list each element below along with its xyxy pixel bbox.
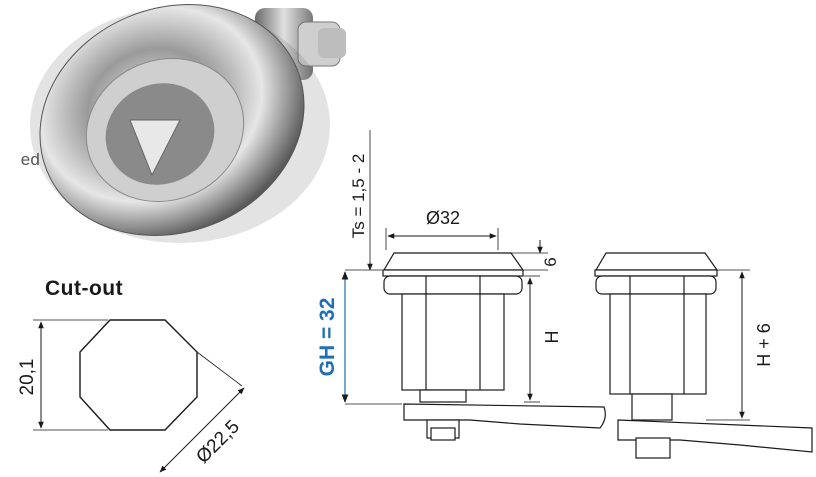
head-height-label: 6 (541, 257, 560, 266)
cutout-height-label: 20,1 (17, 359, 38, 396)
lock-photo-icon (30, 3, 346, 243)
gh-label: GH = 32 (316, 298, 339, 377)
lock-side-view-left (382, 252, 606, 441)
cutout-diag-label: Ø22,5 (192, 416, 243, 467)
cutout-octagon (79, 319, 198, 431)
lock-side-view-right (594, 252, 813, 459)
h-plus-6-label: H + 6 (754, 323, 774, 367)
cutout-title: Cut-out (45, 277, 124, 300)
h-label: H (542, 331, 562, 344)
thickness-label: Ts = 1,5 - 2 (349, 154, 368, 239)
diameter-label: Ø32 (426, 208, 460, 228)
cutout-diag-dim (159, 387, 245, 473)
side-caption-fragment: ed (20, 150, 40, 169)
